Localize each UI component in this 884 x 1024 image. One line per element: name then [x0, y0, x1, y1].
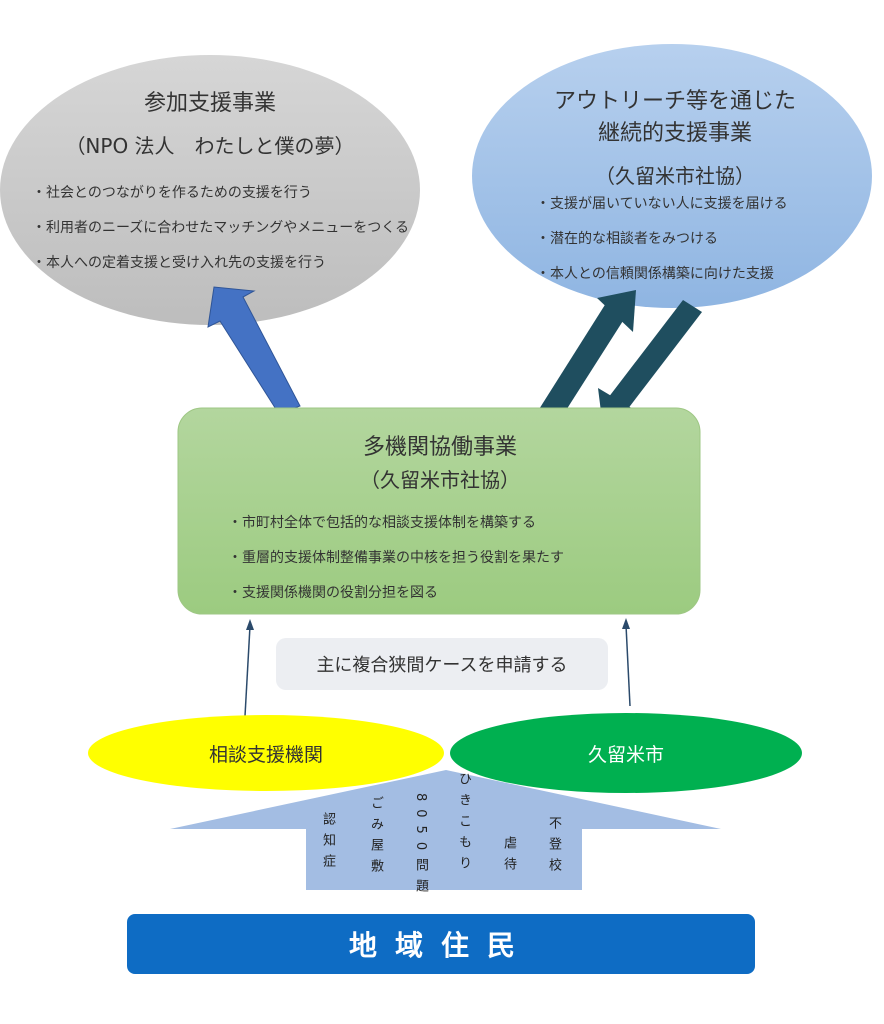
- arrow-to-outreach-shaft: [536, 300, 628, 426]
- outreach-bullets: ・支援が届いていない人に支援を届ける ・潜在的な相談者をみつける ・本人との信頼…: [536, 193, 788, 283]
- issue-8050: 8050問題: [413, 793, 428, 901]
- outreach-org: （久留米市社協）: [595, 164, 755, 188]
- city-to-box-line: [625, 624, 631, 707]
- outreach-bullet: ・潜在的な相談者をみつける: [536, 231, 718, 247]
- city-ellipse: [450, 713, 802, 793]
- issue-truancy: 不登校: [546, 816, 561, 879]
- consult-to-box-line: [244, 625, 251, 717]
- arrow-to-outreach-head: [597, 290, 636, 332]
- city-to-box-arrowhead: [622, 618, 630, 629]
- collaboration-bullet: ・重層的支援体制整備事業の中核を担う役割を果たす: [228, 550, 564, 566]
- collaboration-box: [177, 407, 701, 615]
- apply-note: 主に複合狭間ケースを申請する: [276, 638, 608, 690]
- arrow-to-collaboration-shaft: [608, 300, 702, 410]
- outreach-bullet: ・支援が届いていない人に支援を届ける: [536, 196, 788, 212]
- collaboration-bullet: ・市町村全体で包括的な相談支援体制を構築する: [228, 515, 536, 531]
- outreach-title-line1: アウトリーチ等を通じた: [553, 89, 796, 114]
- collaboration-text: 多機関協働事業 （久留米市社協）: [180, 432, 700, 496]
- consult-to-box-arrowhead: [246, 619, 254, 630]
- collaboration-org: （久留米市社協）: [360, 468, 520, 492]
- issue-abuse: 虐待: [501, 836, 516, 878]
- consult-agency-label: 相談支援機関: [208, 744, 323, 766]
- consult-agency-ellipse: [88, 715, 444, 791]
- outreach-ellipse: [472, 44, 872, 308]
- collaboration-bullets: ・市町村全体で包括的な相談支援体制を構築する ・重層的支援体制整備事業の中核を担…: [228, 512, 564, 602]
- participation-bullet: ・社会とのつながりを作るための支援を行う: [32, 185, 312, 201]
- issues-house-arrow: [170, 770, 721, 890]
- city-label: 久留米市: [587, 744, 664, 766]
- issue-dementia: 認知症: [320, 812, 335, 875]
- participation-org: （NPO 法人 わたしと僕の夢）: [65, 134, 355, 158]
- participation-bullets: ・社会とのつながりを作るための支援を行う ・利用者のニーズに合わせたマッチングや…: [32, 182, 409, 272]
- outreach-text: アウトリーチ等を通じた 継続的支援事業 （久留米市社協）: [520, 86, 830, 192]
- participation-text: 参加支援事業 （NPO 法人 わたしと僕の夢）: [40, 88, 380, 162]
- issue-hoarding: ごみ屋敷: [368, 796, 383, 880]
- participation-ellipse: [0, 55, 420, 325]
- issue-hikikomori: ひきこもり: [456, 772, 471, 877]
- collaboration-bullet: ・支援関係機関の役割分担を図る: [228, 585, 438, 601]
- outreach-bullet: ・本人との信頼関係構築に向けた支援: [536, 266, 774, 282]
- participation-title: 参加支援事業: [143, 91, 276, 116]
- collaboration-title: 多機関協働事業: [362, 435, 517, 460]
- arrow-to-participation: [207, 286, 301, 415]
- outreach-title-line2: 継続的支援事業: [597, 121, 752, 146]
- participation-bullet: ・本人への定着支援と受け入れ先の支援を行う: [32, 255, 326, 271]
- residents-bar: 地域住民: [127, 914, 755, 974]
- participation-bullet: ・利用者のニーズに合わせたマッチングやメニューをつくる: [32, 220, 410, 236]
